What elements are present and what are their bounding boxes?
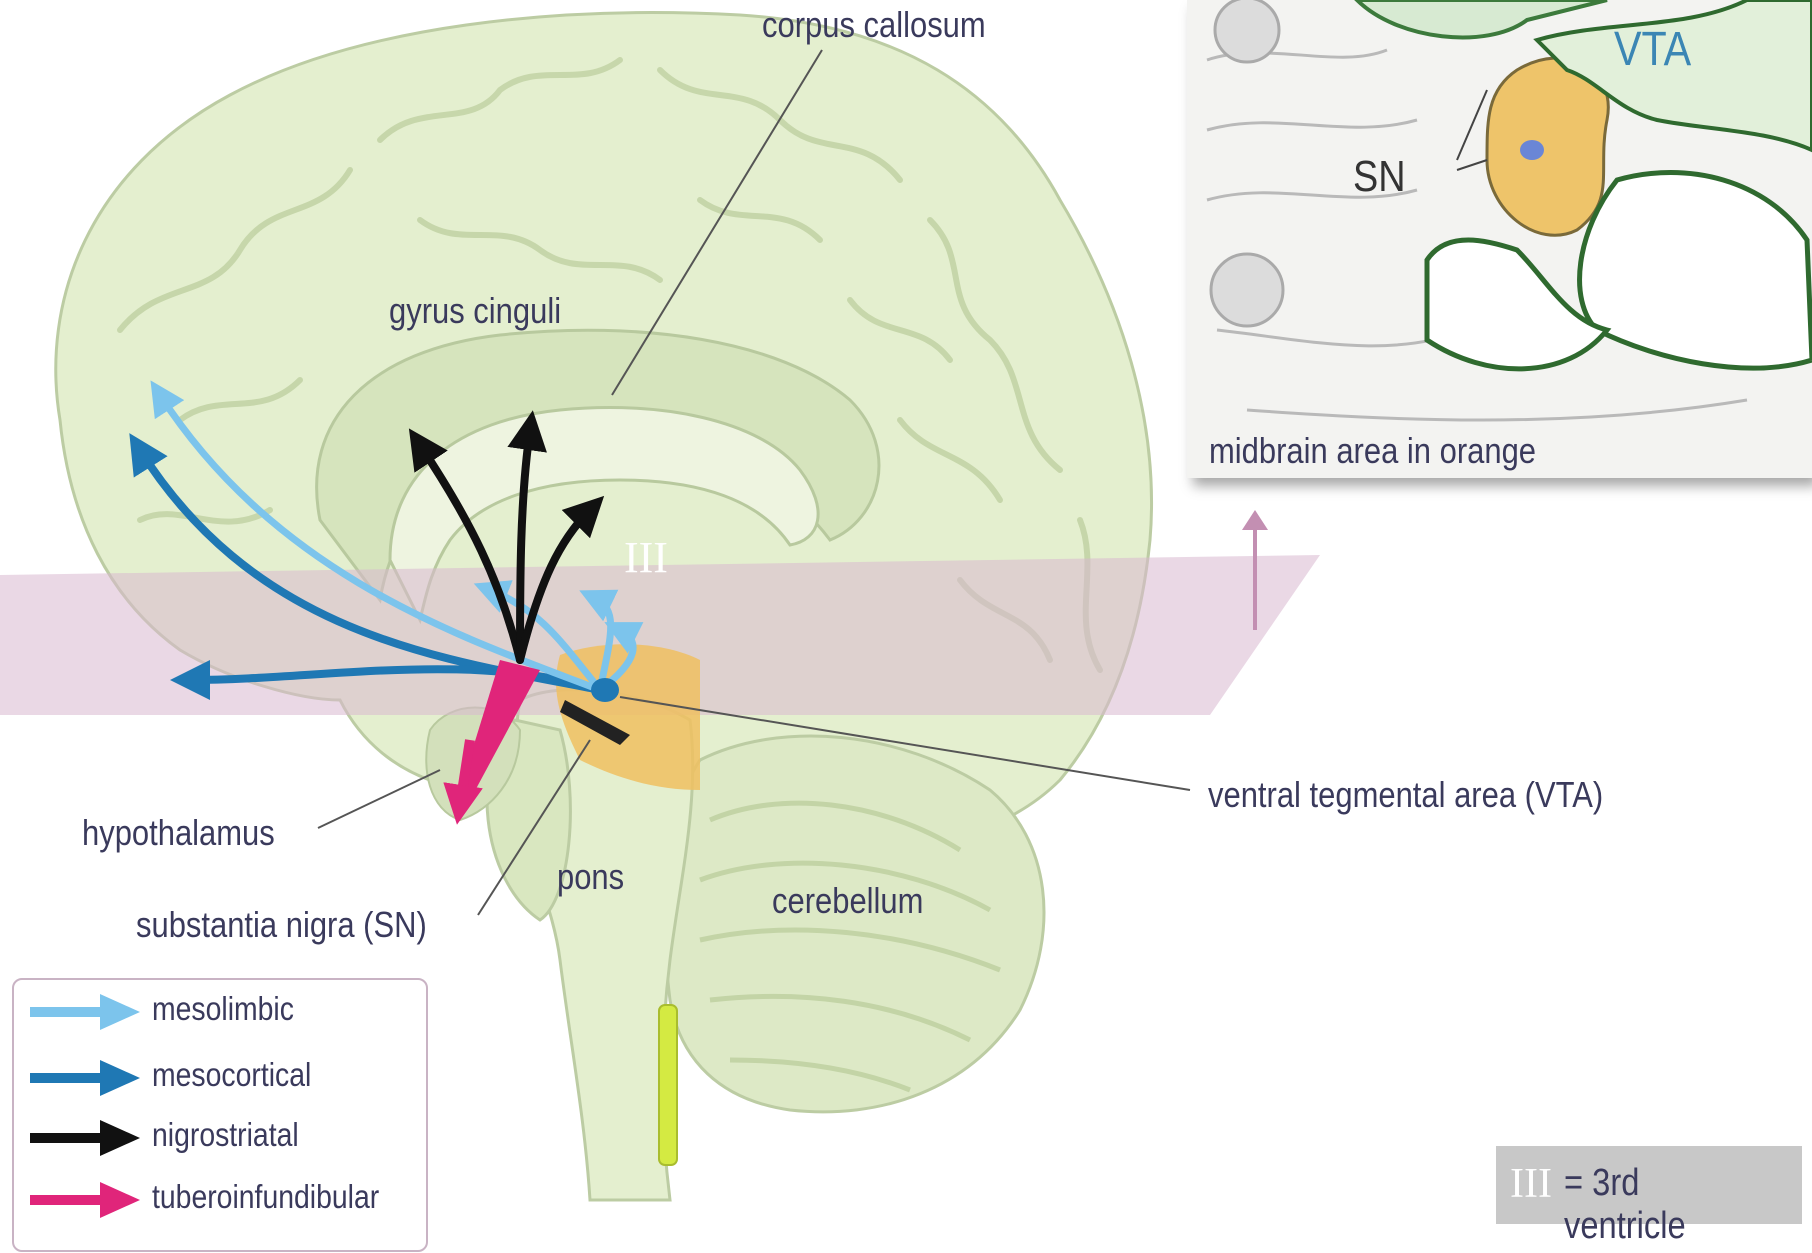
inset-sn-label: SN — [1353, 152, 1406, 202]
pathway-legend: mesolimbic mesocortical nigrostriatal tu… — [12, 978, 428, 1252]
pons-label: pons — [557, 856, 624, 898]
corpus-callosum-label: corpus callosum — [762, 4, 986, 46]
third-ventricle-key: III = 3rd ventricle — [1496, 1146, 1802, 1224]
tuberoinfundibular-arrow-icon — [28, 1178, 144, 1222]
legend-item-tuberoinfundibular: tuberoinfundibular — [14, 1172, 424, 1228]
vta-dot — [591, 678, 619, 702]
key-symbol: III — [1510, 1160, 1552, 1208]
legend-label: mesolimbic — [152, 990, 294, 1028]
inset-caption: midbrain area in orange — [1209, 430, 1536, 472]
hypothalamus-label: hypothalamus — [82, 812, 275, 854]
nigrostriatal-arrow-icon — [28, 1116, 144, 1160]
legend-item-nigrostriatal: nigrostriatal — [14, 1110, 424, 1166]
cerebellum-label: cerebellum — [772, 880, 923, 922]
midbrain-inset: VTA SN midbrain area in orange — [1187, 0, 1812, 478]
legend-item-mesolimbic: mesolimbic — [14, 984, 424, 1040]
mesolimbic-arrow-icon — [28, 990, 144, 1034]
vta-label: ventral tegmental area (VTA) — [1208, 774, 1603, 816]
legend-label: nigrostriatal — [152, 1116, 299, 1154]
key-text: = 3rd ventricle — [1564, 1162, 1769, 1248]
legend-label: mesocortical — [152, 1056, 311, 1094]
legend-label: tuberoinfundibular — [152, 1178, 379, 1216]
green-marker — [659, 1005, 677, 1165]
mesocortical-arrow-icon — [28, 1056, 144, 1100]
inset-vta-label: VTA — [1614, 22, 1691, 77]
gyrus-cinguli-label: gyrus cinguli — [389, 290, 561, 332]
third-ventricle-label: III — [624, 532, 668, 583]
cerebellum-shape — [664, 736, 1044, 1112]
midbrain-section — [1187, 0, 1812, 478]
legend-item-mesocortical: mesocortical — [14, 1050, 424, 1106]
substantia-nigra-label: substantia nigra (SN) — [136, 904, 427, 946]
